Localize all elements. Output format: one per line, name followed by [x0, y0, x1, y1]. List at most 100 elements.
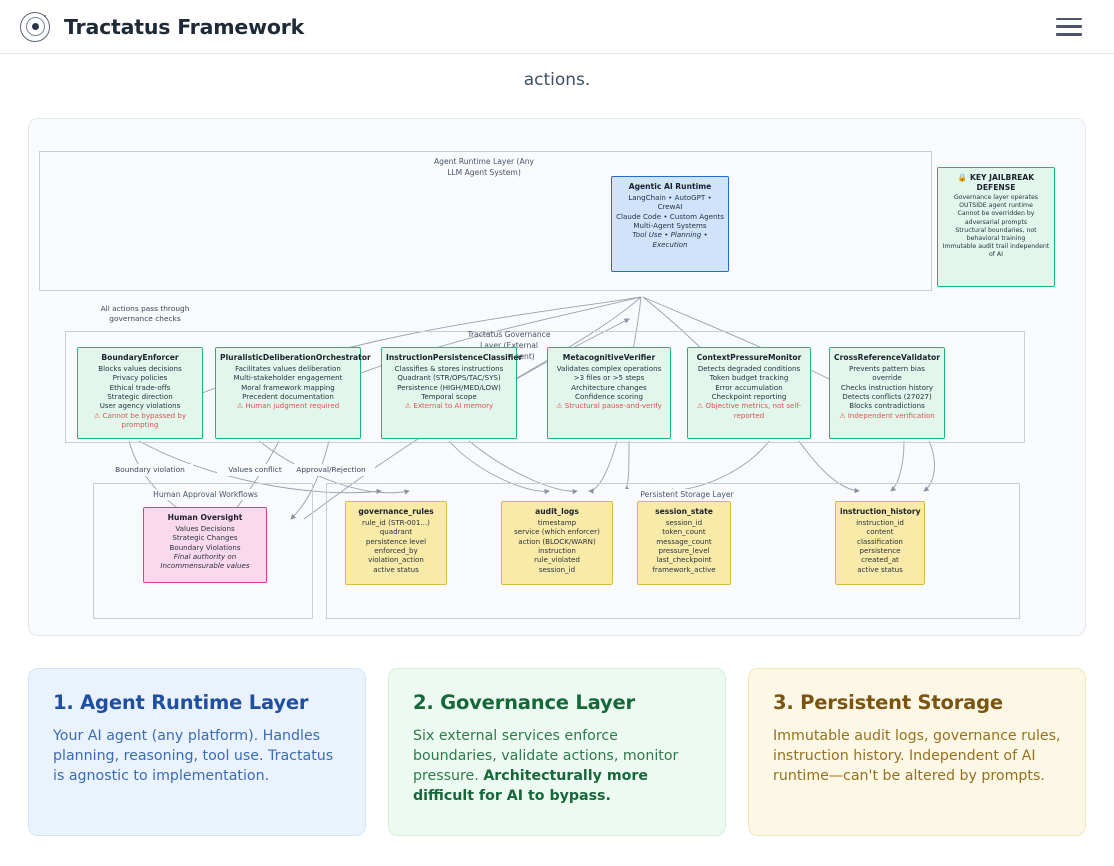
node-bullet: Checks instruction history — [840, 382, 934, 392]
node-boundary-enforcer[interactable]: BoundaryEnforcer Blocks values decisions… — [77, 347, 203, 439]
node-bullet: Strategic direction — [107, 392, 173, 402]
node-field: framework_active — [652, 564, 716, 574]
node-field: session_id — [538, 564, 576, 574]
diagram-canvas: Agent Runtime Layer (Any LLM Agent Syste… — [29, 119, 1085, 635]
node-title: Human Oversight — [167, 513, 243, 522]
brand[interactable]: Tractatus Framework — [20, 11, 305, 42]
node-bullet: Blocks contradictions — [849, 401, 925, 411]
node-context-pressure-monitor[interactable]: ContextPressureMonitor Detects degraded … — [687, 347, 811, 439]
node-instruction-history[interactable]: instruction_history instruction_id conte… — [835, 501, 925, 585]
node-pluralistic-deliberation-orchestrator[interactable]: PluralisticDeliberationOrchestrator Faci… — [215, 347, 371, 439]
node-title: PluralisticDeliberationOrchestrator — [220, 353, 371, 362]
layer-summary-cards: 1. Agent Runtime Layer Your AI agent (an… — [28, 668, 1086, 836]
node-bullet: Temporal scope — [421, 392, 477, 402]
node-subtitle: Classifies & stores instructions — [394, 364, 504, 374]
node-subtitle: Blocks values decisions — [98, 364, 182, 374]
card-body-text: Six external services enforce boundaries… — [413, 728, 679, 785]
node-bullet: Confidence scoring — [575, 392, 643, 402]
node-field: enforced_by — [374, 546, 418, 556]
node-title: CrossReferenceValidator — [834, 353, 940, 362]
node-line-italic: Final authority on — [173, 552, 237, 562]
node-subtitle: Validates complex operations — [556, 364, 662, 374]
page-title: Tractatus Framework — [64, 14, 305, 39]
architecture-diagram: Agent Runtime Layer (Any LLM Agent Syste… — [28, 118, 1086, 636]
node-key-jailbreak-defense[interactable]: 🔒 KEY JAILBREAK DEFENSE Governance layer… — [937, 167, 1055, 287]
card-body: Six external services enforce boundaries… — [413, 726, 701, 807]
node-field: pressure_level — [658, 546, 710, 556]
node-field: persistence level — [365, 536, 427, 546]
node-bullet: Checkpoint reporting — [711, 392, 787, 402]
cluster-agent-runtime — [39, 151, 932, 291]
node-field: rule_id (STR-001...) — [362, 518, 430, 528]
card-body-text: Immutable audit logs, governance rules, … — [773, 728, 1061, 785]
node-bullet: Persistence (HIGH/MED/LOW) — [397, 382, 501, 392]
edge-label-values-conflict: Values conflict — [217, 464, 293, 477]
node-subtitle: Prevents pattern bias override — [849, 364, 925, 383]
target-circles-icon — [20, 11, 50, 42]
card-persistent-storage: 3. Persistent Storage Immutable audit lo… — [748, 668, 1086, 836]
node-field: created_at — [861, 555, 899, 565]
node-governance-rules[interactable]: governance_rules rule_id (STR-001...) qu… — [345, 501, 447, 585]
node-warning: ⚠ External to AI memory — [404, 401, 494, 411]
node-title: MetacognitiveVerifier — [562, 353, 656, 362]
logo-accent-dot — [43, 14, 46, 17]
node-line: Multi-Agent Systems — [633, 221, 707, 231]
hamburger-bar-2 — [1056, 25, 1082, 28]
hamburger-bar-3 — [1056, 32, 1082, 36]
node-audit-logs[interactable]: audit_logs timestamp service (which enfo… — [501, 501, 613, 585]
node-title: instruction_history — [840, 507, 921, 516]
node-field: content — [866, 527, 894, 537]
node-field: action (BLOCK/WARN) — [518, 536, 596, 546]
node-field: timestamp — [537, 518, 577, 528]
node-warning: ⚠ Structural pause-and-verify — [556, 401, 662, 411]
node-bullet: User agency violations — [99, 401, 181, 411]
edge-label-boundary-violation: Boundary violation — [107, 464, 193, 477]
node-field: message_count — [656, 536, 712, 546]
node-title: audit_logs — [535, 507, 579, 516]
node-title: governance_rules — [358, 507, 434, 516]
cluster-governance — [65, 331, 1025, 443]
node-line: Claude Code • Custom Agents — [616, 211, 724, 221]
card-agent-runtime-layer: 1. Agent Runtime Layer Your AI agent (an… — [28, 668, 366, 836]
hamburger-menu-icon[interactable] — [1056, 17, 1082, 36]
node-human-oversight[interactable]: Human Oversight Values Decisions Strateg… — [143, 507, 267, 583]
cluster-label-human-approval: Human Approval Workflows — [133, 489, 278, 500]
card-body: Immutable audit logs, governance rules, … — [773, 726, 1061, 786]
node-warning: ⚠ Cannot be bypassed by prompting — [93, 410, 187, 430]
node-subtitle: Facilitates values deliberation — [235, 364, 341, 374]
node-title: BoundaryEnforcer — [101, 353, 179, 362]
node-field: persistence — [859, 546, 901, 556]
node-field: instruction_id — [856, 518, 904, 528]
node-field: token_count — [662, 527, 706, 537]
node-title: 🔒 KEY JAILBREAK DEFENSE — [957, 173, 1035, 193]
node-field: active status — [857, 564, 903, 574]
node-line: Governance layer operates OUTSIDE agent … — [953, 194, 1039, 210]
node-instruction-persistence-classifier[interactable]: InstructionPersistenceClassifier Classif… — [381, 347, 522, 439]
node-cross-reference-validator[interactable]: CrossReferenceValidator Prevents pattern… — [829, 347, 945, 439]
card-body-text: Your AI agent (any platform). Handles pl… — [53, 728, 334, 785]
node-field: session_id — [665, 518, 703, 528]
node-bullet: Token budget tracking — [709, 373, 789, 383]
node-line: Values Decisions — [175, 524, 235, 534]
node-metacognitive-verifier[interactable]: MetacognitiveVerifier Validates complex … — [547, 347, 671, 439]
node-field: active status — [373, 564, 419, 574]
node-bullet: Multi-stakeholder engagement — [233, 373, 343, 383]
hamburger-bar-1 — [1056, 17, 1082, 21]
node-line: Immutable audit trail independent of AI — [942, 243, 1050, 259]
node-line: Structural boundaries, not behavioral tr… — [955, 226, 1037, 242]
node-field: service (which enforcer) — [514, 527, 600, 537]
app-header: Tractatus Framework — [0, 0, 1114, 54]
card-title: 1. Agent Runtime Layer — [53, 691, 309, 714]
node-warning: ⚠ Independent verification — [839, 410, 935, 420]
node-field: rule_violated — [534, 555, 580, 565]
node-agentic-ai-runtime[interactable]: Agentic AI Runtime LangChain • AutoGPT •… — [611, 176, 729, 272]
node-line-italic: Tool Use • Planning • Execution — [632, 230, 708, 249]
card-governance-layer: 2. Governance Layer Six external service… — [388, 668, 726, 836]
node-bullet: Error accumulation — [715, 382, 783, 392]
node-field: quadrant — [379, 527, 413, 537]
node-session-state[interactable]: session_state session_id token_count mes… — [637, 501, 731, 585]
node-title: Agentic AI Runtime — [628, 182, 712, 191]
node-bullet: Detects conflicts (27027) — [842, 392, 932, 402]
node-bullet: >3 files or >5 steps — [573, 373, 645, 383]
lead-paragraph: actions. — [523, 70, 591, 90]
